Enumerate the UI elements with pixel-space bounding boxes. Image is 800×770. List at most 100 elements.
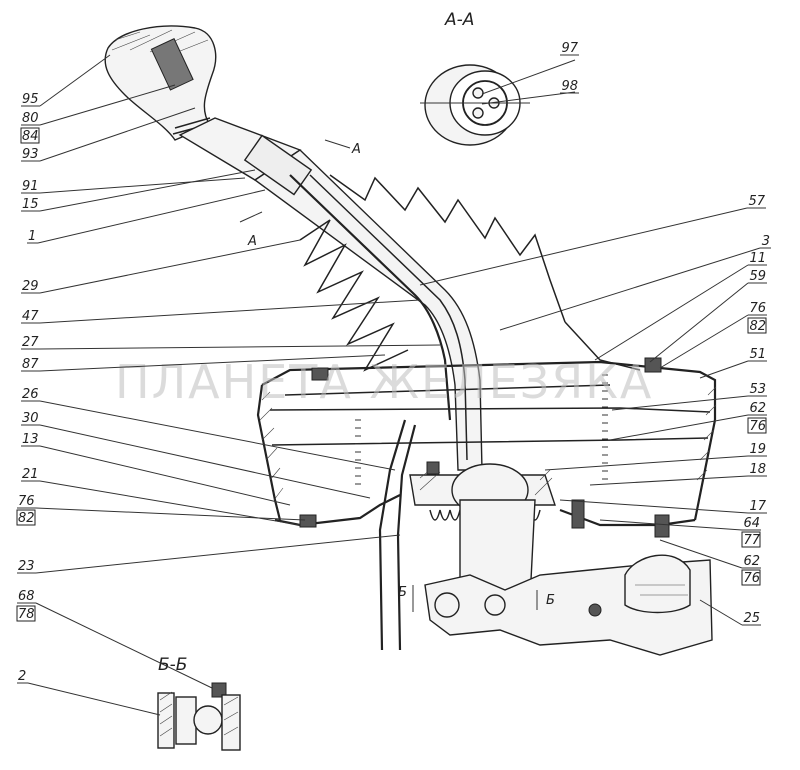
- cut-a-bottom: А: [247, 234, 257, 249]
- leader-2-left: [27, 682, 161, 716]
- boot-right-folds: [329, 174, 566, 323]
- leader-95-left: [39, 54, 111, 107]
- bolt-bottom-left: [299, 514, 317, 528]
- callout-78-left: 78: [18, 607, 35, 622]
- callout-17-right: 17: [749, 499, 766, 514]
- callout-68-left: 68: [18, 589, 35, 604]
- callout-80-left: 80: [22, 111, 39, 126]
- bolt-top-left: [311, 367, 329, 381]
- leader-62-right: [659, 539, 743, 569]
- leader-59-right: [649, 282, 749, 363]
- bb-bolt: [211, 682, 227, 698]
- knob-body: [104, 25, 217, 141]
- leader-1-left: [37, 189, 266, 244]
- lever-tube: [178, 117, 483, 471]
- section-a-cut-marks: А А: [239, 139, 361, 249]
- boot-left-folds: [299, 219, 409, 372]
- bolt-17: [571, 499, 585, 529]
- cut-a-top: А: [351, 142, 361, 157]
- leader-13-left: [39, 445, 291, 506]
- lever-shaft: [253, 149, 483, 471]
- housing-left-wall: [256, 384, 282, 521]
- callout-box-82: [747, 317, 767, 334]
- callout-29-left: 29: [22, 279, 39, 294]
- leader-68-left: [35, 602, 213, 689]
- knob-insert: [150, 37, 194, 91]
- bracket-dome: [624, 554, 691, 614]
- callout-97-right: 97: [561, 41, 578, 56]
- callout-box-82: [16, 509, 36, 526]
- callout-77-right: 77: [743, 533, 760, 548]
- pivot-left: [434, 592, 460, 618]
- lever-inner-rod: [289, 174, 452, 421]
- cable-left: [378, 419, 407, 651]
- leader-76-left: [35, 507, 306, 521]
- leader-47-left: [39, 299, 421, 324]
- leader-64-right: [599, 519, 743, 531]
- callout-82-left: 82: [18, 511, 35, 526]
- leader-17-right: [559, 499, 749, 514]
- wire-97: [472, 87, 484, 99]
- callout-box-77: [741, 531, 761, 548]
- knob-pin: [174, 117, 211, 129]
- callout-27-left: 27: [22, 335, 39, 350]
- bolt-top-right: [644, 357, 662, 373]
- leader-23-left: [35, 534, 401, 574]
- knob-hatch: [111, 29, 209, 56]
- callout-64-right: 64: [743, 516, 760, 531]
- leader-97: [481, 59, 576, 95]
- callout-76-right: 76: [749, 301, 766, 316]
- callout-76-right: 76: [749, 419, 766, 434]
- leader-93-left: [39, 107, 196, 162]
- callout-19-right: 19: [749, 442, 766, 457]
- bb-body: [175, 696, 197, 745]
- callout-26-left: 26: [22, 387, 39, 402]
- leader-3-right: [499, 247, 761, 331]
- leader-62-right: [609, 414, 749, 441]
- callout-84-left: 84: [22, 129, 39, 144]
- leader-15-left: [39, 169, 256, 212]
- cut-b-left: Б: [398, 585, 407, 600]
- leader-27-left: [39, 344, 441, 350]
- callout-87-left: 87: [22, 357, 39, 372]
- section-aa-title: А-А: [444, 10, 474, 30]
- callout-62-right: 62: [749, 401, 766, 416]
- leader-57-right: [419, 207, 748, 286]
- callout-98-right: 98: [561, 79, 578, 94]
- callout-76-right: 76: [743, 571, 760, 586]
- housing-hatch: [259, 391, 284, 501]
- callout-47-left: 47: [22, 309, 39, 324]
- pivot-right: [484, 594, 506, 616]
- callout-box-84: [20, 127, 40, 144]
- callouts: 9580849391151294727872630132176822368782…: [16, 41, 771, 716]
- leader-53-right: [611, 395, 749, 411]
- callout-box-76: [747, 417, 767, 434]
- leader-87-left: [39, 354, 386, 372]
- cut-b-right: Б: [546, 593, 555, 608]
- callout-15-left: 15: [22, 197, 39, 212]
- watermark: ПЛАНЕТА ЖЕЛЕЗЯКА: [115, 355, 653, 409]
- callout-82-right: 82: [749, 319, 766, 334]
- callout-62-right: 62: [743, 554, 760, 569]
- leader-18-right: [589, 475, 749, 486]
- callout-23-left: 23: [18, 559, 35, 574]
- callout-93-left: 93: [22, 147, 39, 162]
- section-bb-title: Б-Б: [158, 655, 187, 675]
- wire-98: [472, 107, 484, 119]
- callout-box-76: [741, 569, 761, 586]
- leader-91-left: [39, 177, 246, 194]
- leader-11-right: [594, 264, 749, 361]
- callout-51-right: 51: [749, 347, 766, 362]
- pivot-screw: [588, 603, 602, 617]
- callout-95-left: 95: [22, 92, 39, 107]
- callout-59-right: 59: [749, 269, 766, 284]
- leader-30-left: [39, 424, 371, 499]
- callout-1-left: 1: [28, 229, 36, 244]
- callout-3-right: 3: [762, 234, 770, 249]
- bb-plate-right: [221, 694, 241, 751]
- shift-knob: [104, 25, 217, 141]
- callout-91-left: 91: [22, 179, 39, 194]
- bb-ball: [193, 705, 223, 735]
- callout-18-right: 18: [749, 462, 766, 477]
